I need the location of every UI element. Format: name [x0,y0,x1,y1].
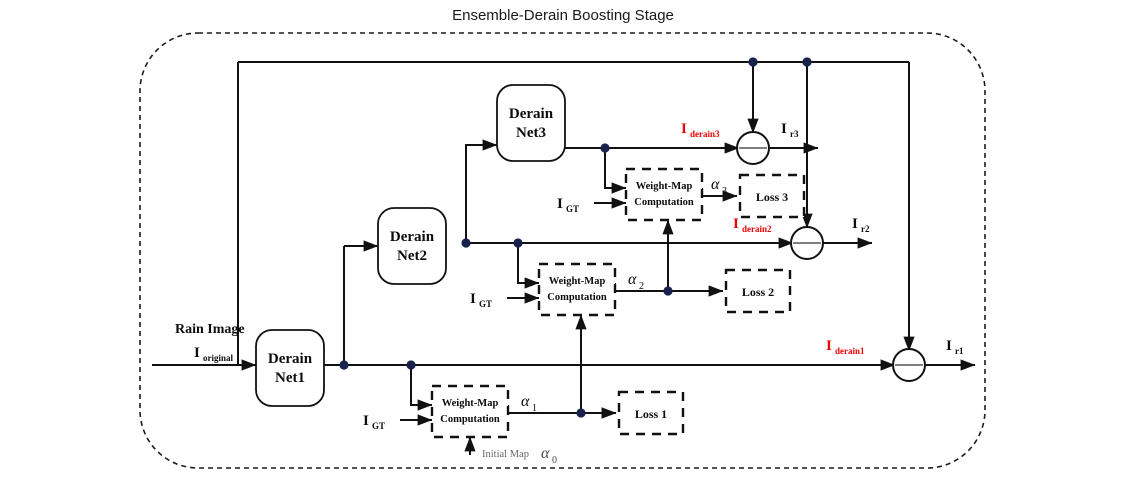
weight-map-computation-1-line2: Computation [440,414,500,425]
svg-text:derain1: derain1 [835,346,865,356]
derain-net3-line2: Net3 [516,125,546,141]
loss-3-box[interactable] [738,173,806,219]
svg-text:derain2: derain2 [742,224,772,234]
wire-net2-to-wmc2 [517,243,540,289]
svg-text:Initial Map: Initial Map [482,449,529,460]
subtract-node-3 [736,131,770,165]
weight-map-computation-2-box[interactable] [537,262,617,317]
loss-3-label: Loss 3 [756,190,788,204]
svg-text:I: I [194,345,200,361]
junction-dot-net2-b [513,238,523,248]
svg-text:I: I [681,121,687,137]
derain-net1[interactable]: Derain Net1 [255,329,325,407]
svg-text:GT: GT [372,421,385,431]
derain-net3[interactable]: Derain Net3 [496,84,566,162]
junction-dot-net2-a [461,238,471,248]
svg-text:0: 0 [552,455,557,466]
svg-text:r3: r3 [790,129,799,139]
loss-1-box[interactable] [617,390,685,436]
derain-net1-line2: Net1 [275,370,305,386]
derain-output-3-label: I derain3 [681,121,720,139]
svg-text:I: I [826,338,832,354]
rain-image-label: Rain Image [175,322,245,337]
derain-net3-line1: Derain [509,106,554,122]
junction-dot-net3-a [600,143,610,153]
svg-text:GT: GT [566,204,579,214]
weight-map-computation-3-line1: Weight-Map [636,181,693,192]
loss-2-label: Loss 2 [742,285,774,299]
svg-text:α: α [541,445,550,462]
junction-dot-top-2 [802,57,812,67]
loss-3[interactable]: Loss 3 [738,173,806,219]
svg-text:I: I [733,216,739,232]
svg-text:2: 2 [639,281,644,292]
svg-text:I: I [363,413,369,429]
svg-text:r2: r2 [861,224,870,234]
subtract-node-2 [790,226,824,260]
svg-text:I: I [470,291,476,307]
stage-boundary [139,32,986,469]
svg-text:GT: GT [479,299,492,309]
residual-output-3-label: I r3 [781,121,799,139]
junction-dot-alpha2 [663,286,673,296]
derain-output-1-label: I derain1 [826,338,865,356]
derain-net2-line1: Derain [390,229,435,245]
junction-dot-alpha1 [576,408,586,418]
derain-net1-box[interactable] [255,329,325,407]
alpha-2-label: α 2 [628,271,644,292]
loss-2[interactable]: Loss 2 [724,268,792,314]
junction-dot-top-1 [748,57,758,67]
rain-image-symbol: I original [194,345,234,363]
junction-dots [339,57,812,418]
gt-label-1: I GT [363,413,385,431]
junction-dot-net1-a [339,360,349,370]
weight-map-computation-3-box[interactable] [624,167,704,222]
page-title: Ensemble-Derain Boosting Stage [452,7,674,24]
svg-text:I: I [557,196,563,212]
weight-map-computation-1-box[interactable] [430,384,510,439]
svg-text:α: α [711,176,720,193]
derain-net2-box[interactable] [377,207,447,285]
svg-text:derain3: derain3 [690,129,720,139]
alpha-1-label: α 1 [521,393,537,414]
svg-text:I: I [852,216,858,232]
svg-text:I: I [781,121,787,137]
wire-net1-to-wmc1 [410,365,433,411]
weight-map-computation-1[interactable]: Weight-Map Computation [430,384,510,439]
residual-output-2-label: I r2 [852,216,870,234]
derain-net3-box[interactable] [496,84,566,162]
weight-map-computation-2-line1: Weight-Map [549,276,606,287]
alpha-3-label: α 3 [711,176,727,197]
wire-alpha3-out [701,188,738,202]
svg-text:r1: r1 [955,346,964,356]
weight-map-computation-1-line1: Weight-Map [442,398,499,409]
loss-1-label: Loss 1 [635,407,667,421]
svg-text:α: α [521,393,530,410]
gt-label-2: I GT [470,291,492,309]
gt-label-3: I GT [557,196,579,214]
wire-net2-to-net3 [465,139,498,243]
derain-net2[interactable]: Derain Net2 [377,207,447,285]
weight-map-computation-3[interactable]: Weight-Map Computation [624,167,704,222]
loss-2-box[interactable] [724,268,792,314]
residual-output-1-label: I r1 [946,338,964,356]
derain-output-2-label: I derain2 [733,216,772,234]
svg-text:α: α [628,271,637,288]
derain-net1-line1: Derain [268,351,313,367]
junction-dot-net1-b [406,360,416,370]
svg-text:1: 1 [532,403,537,414]
weight-map-computation-2[interactable]: Weight-Map Computation [537,262,617,317]
wire-net3-to-wmc3 [604,148,627,194]
weight-map-computation-2-line2: Computation [547,292,607,303]
svg-text:3: 3 [722,186,727,197]
subtract-node-1 [892,348,926,382]
svg-text:original: original [203,353,234,363]
derain-net2-line2: Net2 [397,248,427,264]
svg-text:I: I [946,338,952,354]
initial-map-label: Initial Map α 0 [482,445,557,466]
loss-1[interactable]: Loss 1 [617,390,685,436]
weight-map-computation-3-line2: Computation [634,197,694,208]
